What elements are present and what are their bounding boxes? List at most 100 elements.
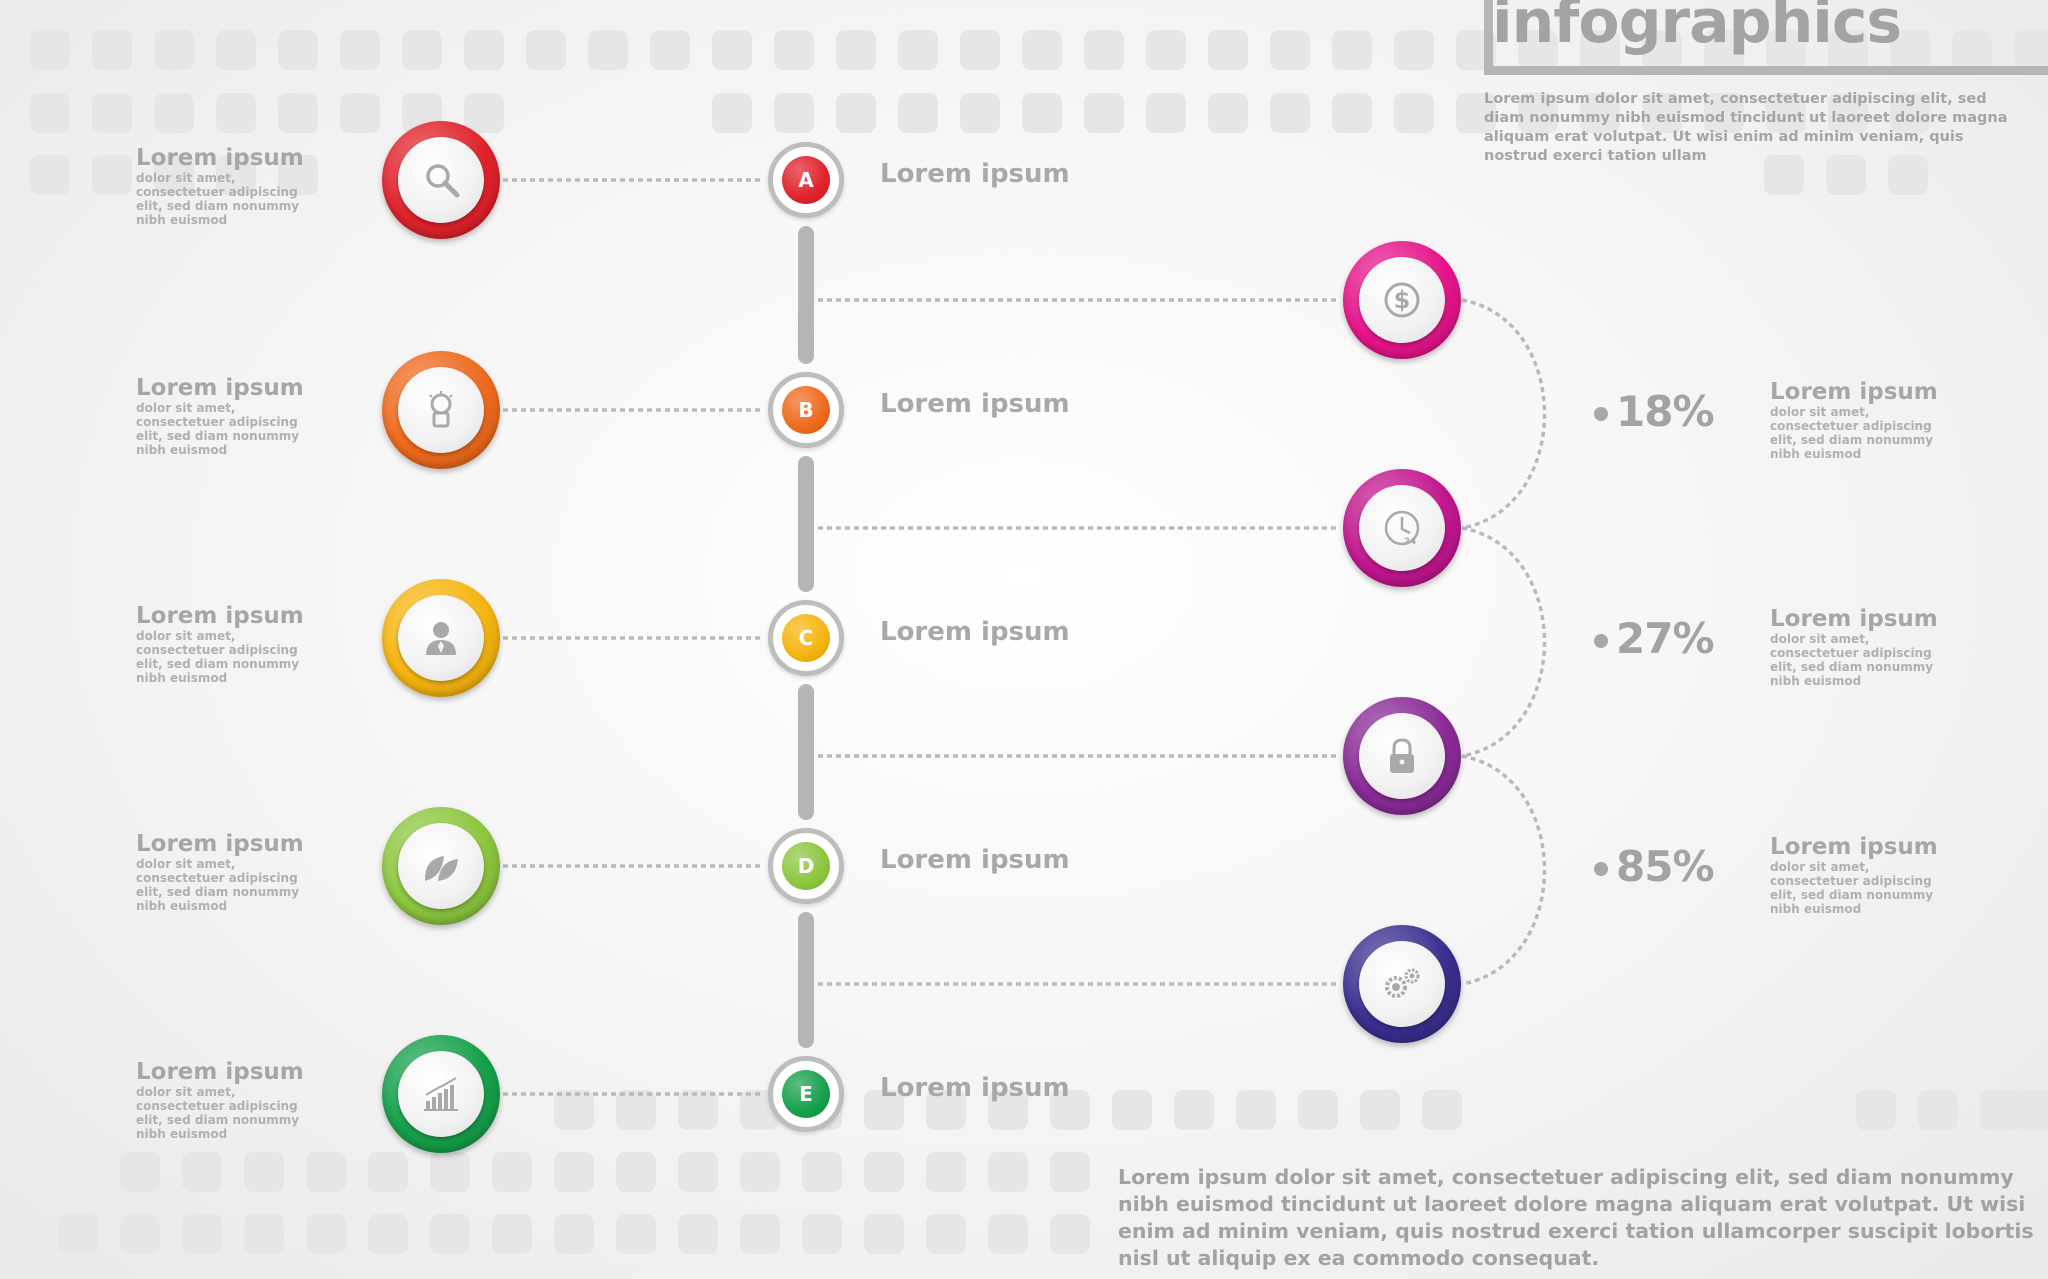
- deco-square: [1890, 93, 1930, 133]
- deco-square: [430, 1152, 470, 1192]
- deco-square: [1084, 30, 1124, 70]
- deco-square: [740, 1214, 780, 1254]
- deco-square: [802, 1214, 842, 1254]
- deco-square: [58, 1214, 98, 1254]
- deco-square: [1890, 30, 1930, 70]
- deco-square: [712, 30, 752, 70]
- deco-square: [1332, 93, 1372, 133]
- disc-face: [398, 367, 484, 453]
- deco-square: [92, 155, 132, 195]
- deco-square: [1704, 93, 1744, 133]
- mid-label-d: Lorem ipsum: [880, 845, 1070, 875]
- percent-bullet: [1594, 862, 1608, 876]
- deco-square: [430, 1214, 470, 1254]
- deco-square: [836, 93, 876, 133]
- deco-square: [244, 1214, 284, 1254]
- deco-square: [120, 1214, 160, 1254]
- svg-text:$: $: [1394, 286, 1411, 314]
- deco-square: [2014, 1090, 2048, 1130]
- deco-square: [554, 1214, 594, 1254]
- percent-heading: Lorem ipsum: [1770, 379, 1938, 405]
- deco-square: [402, 30, 442, 70]
- deco-square: [1764, 155, 1804, 195]
- deco-square: [650, 30, 690, 70]
- leaf-icon: [424, 856, 458, 881]
- deco-square: [30, 155, 70, 195]
- intro-paragraph: Lorem ipsum dolor sit amet, consectetuer…: [1484, 91, 2008, 164]
- step-heading: Lorem ipsum: [136, 145, 304, 171]
- lock-icon: [1390, 738, 1414, 773]
- footer-paragraph: Lorem ipsum dolor sit amet, consectetuer…: [1118, 1165, 2034, 1270]
- deco-square: [368, 1214, 408, 1254]
- right-disc-3: [1343, 697, 1461, 815]
- deco-square: [1208, 93, 1248, 133]
- deco-square: [154, 93, 194, 133]
- deco-square: [926, 1214, 966, 1254]
- deco-square: [1642, 30, 1682, 70]
- percent-body: dolor sit amet, consectetuer adipiscing …: [1770, 632, 1934, 688]
- deco-square: [244, 1152, 284, 1192]
- deco-square: [216, 93, 256, 133]
- deco-square: [340, 93, 380, 133]
- percent-value: 27%: [1616, 614, 1715, 663]
- deco-square: [182, 1152, 222, 1192]
- step-disc-b: [382, 351, 500, 469]
- gears-icon: [1385, 968, 1420, 998]
- deco-square: [278, 155, 318, 195]
- deco-square: [616, 1152, 656, 1192]
- deco-square: [154, 30, 194, 70]
- lightbulb-icon: [429, 391, 453, 428]
- disc-face: [1359, 941, 1445, 1027]
- deco-square: [1518, 30, 1558, 70]
- deco-square: [1050, 1152, 1090, 1192]
- deco-square: [1270, 93, 1310, 133]
- letter-badge-b: B: [768, 372, 844, 448]
- title-rule-vertical: [1484, 0, 1493, 75]
- deco-square: [678, 1214, 718, 1254]
- disc-face: [398, 595, 484, 681]
- deco-square: [554, 1090, 594, 1130]
- deco-square: [1050, 1214, 1090, 1254]
- step-heading: Lorem ipsum: [136, 1059, 304, 1085]
- disc-face: $: [1359, 257, 1445, 343]
- deco-square: [120, 1152, 160, 1192]
- deco-square: [1642, 93, 1682, 133]
- deco-square: [1918, 1090, 1958, 1130]
- deco-square: [464, 30, 504, 70]
- deco-square: [1828, 30, 1868, 70]
- deco-square: [1084, 93, 1124, 133]
- dollar-icon: $: [1384, 282, 1420, 318]
- deco-square: [1704, 30, 1744, 70]
- deco-square: [154, 155, 194, 195]
- deco-square: [1050, 1090, 1090, 1130]
- deco-square: [1828, 93, 1868, 133]
- step-disc-a: [382, 121, 500, 239]
- deco-square: [988, 1090, 1028, 1130]
- deco-square: [1146, 93, 1186, 133]
- letter-badge-d: D: [768, 828, 844, 904]
- deco-square: [926, 1152, 966, 1192]
- deco-square: [1360, 1090, 1400, 1130]
- deco-square: [368, 1152, 408, 1192]
- deco-square: [1518, 93, 1558, 133]
- deco-square: [864, 1090, 904, 1130]
- deco-square: [306, 1214, 346, 1254]
- step-body: dolor sit amet, consectetuer adipiscing …: [136, 1085, 300, 1141]
- deco-square: [92, 93, 132, 133]
- disc-face: 24: [1359, 485, 1445, 571]
- step-body: dolor sit amet, consectetuer adipiscing …: [136, 401, 300, 457]
- right-disc-1: $: [1343, 241, 1461, 359]
- deco-square: [1580, 30, 1620, 70]
- deco-square: [1208, 30, 1248, 70]
- deco-square: [864, 1152, 904, 1192]
- person-icon: [426, 622, 456, 655]
- step-body: dolor sit amet, consectetuer adipiscing …: [136, 629, 300, 685]
- mid-label-b: Lorem ipsum: [880, 389, 1070, 419]
- deco-square: [1022, 30, 1062, 70]
